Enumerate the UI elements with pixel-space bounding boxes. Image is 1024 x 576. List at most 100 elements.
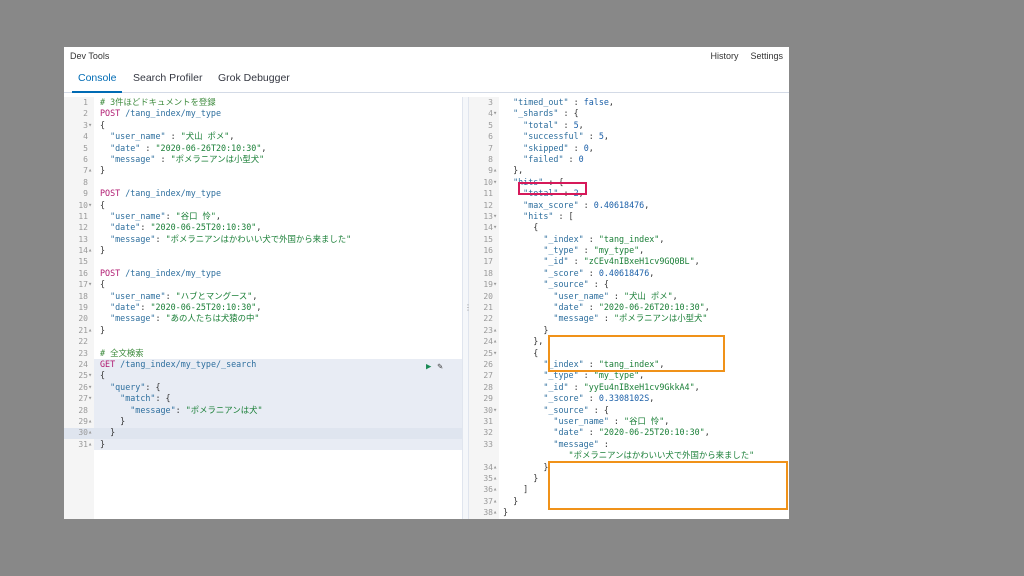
code-token: } (100, 165, 106, 176)
fold-toggle-icon[interactable]: ▾ (88, 371, 93, 380)
fold-toggle-icon[interactable]: ▾ (88, 120, 93, 129)
code-token: "2020-06-26T20:10:30" (598, 302, 705, 313)
code-token: "あの人たちは犬猿の中" (165, 313, 260, 324)
line-number: 2 (83, 109, 88, 119)
code-text: } (100, 427, 115, 438)
code-token: "ポメラニアンは小型犬" (170, 153, 265, 164)
fold-toggle-icon[interactable]: ▾ (493, 348, 498, 357)
fold-toggle-icon[interactable]: ▴ (493, 508, 498, 517)
code-token: : (583, 131, 599, 142)
fold-toggle-icon[interactable]: ▾ (493, 109, 498, 118)
line-number: 17 (78, 280, 88, 290)
code-token: /tang_index/my_type (120, 108, 222, 119)
code-token: "date" (100, 302, 141, 313)
code-token: 0.3308102S (598, 393, 650, 404)
code-token: "date" (100, 222, 141, 233)
play-icon[interactable]: ▶ (426, 362, 432, 372)
fold-toggle-icon[interactable]: ▾ (493, 177, 498, 186)
code-token: , (664, 415, 670, 426)
code-token: POST (100, 108, 121, 119)
pane-resizer[interactable]: ⋮ (462, 97, 472, 519)
fold-toggle-icon[interactable]: ▾ (88, 280, 93, 289)
line-number: 4 (83, 132, 88, 142)
fold-toggle-icon[interactable]: ▴ (88, 325, 93, 334)
dev-tools-window: Dev Tools History Settings Console Searc… (64, 47, 789, 519)
code-text: { (503, 348, 538, 359)
request-line: 26▾ "query": { (64, 382, 462, 393)
code-token: "ポメラニアンはかわいい犬で外国から来ました" (503, 450, 755, 461)
code-token: "犬山 ポメ" (180, 131, 230, 142)
fold-toggle-icon[interactable]: ▾ (493, 405, 498, 414)
code-token: "2020-06-26T20:10:30" (155, 142, 262, 153)
fold-toggle-icon[interactable]: ▴ (493, 462, 498, 471)
code-token: "match" (100, 393, 156, 404)
code-token: : { (155, 393, 171, 404)
line-number: 9 (83, 189, 88, 199)
code-token: "message" (503, 313, 599, 324)
code-token: : (583, 358, 599, 369)
fold-toggle-icon[interactable]: ▴ (88, 416, 93, 425)
code-text: "user_name" : "谷口 怜", (503, 416, 669, 427)
history-link[interactable]: History (710, 51, 739, 61)
request-line: 5 "date" : "2020-06-26T20:10:30", (64, 143, 462, 154)
fold-toggle-icon[interactable]: ▴ (493, 496, 498, 505)
fold-toggle-icon[interactable]: ▴ (493, 325, 498, 334)
code-token: } (100, 415, 126, 426)
line-number: 27 (78, 394, 88, 404)
fold-toggle-icon[interactable]: ▾ (493, 211, 498, 220)
line-number: 4 (488, 109, 493, 119)
tab-grok-debugger[interactable]: Grok Debugger (218, 72, 290, 84)
response-line: 4▾ "_shards" : { (469, 108, 789, 119)
fold-toggle-icon[interactable]: ▴ (88, 428, 93, 437)
fold-toggle-icon[interactable]: ▴ (88, 246, 93, 255)
fold-toggle-icon[interactable]: ▾ (88, 394, 93, 403)
code-token: "_index" (503, 233, 584, 244)
line-number: 24 (78, 359, 88, 369)
line-number: 8 (83, 177, 88, 187)
fold-toggle-icon[interactable]: ▴ (493, 485, 498, 494)
fold-toggle-icon[interactable]: ▾ (88, 200, 93, 209)
line-number: 33 (483, 439, 493, 449)
code-token: } (503, 324, 549, 335)
code-token: , (256, 302, 262, 313)
code-text: "user_name": "ハブとマングース", (100, 291, 257, 302)
fold-toggle-icon[interactable]: ▴ (493, 337, 498, 346)
code-text: } (503, 473, 538, 484)
code-token: } (100, 324, 106, 335)
title-bar: Dev Tools History Settings (64, 47, 789, 65)
fold-toggle-icon[interactable]: ▴ (493, 473, 498, 482)
request-gutter (64, 97, 94, 519)
code-token: 0.40618476 (598, 267, 650, 278)
fold-toggle-icon[interactable]: ▾ (493, 280, 498, 289)
code-token: , (229, 131, 235, 142)
fold-toggle-icon[interactable]: ▾ (493, 223, 498, 232)
line-number: 25 (78, 371, 88, 381)
code-token: : (155, 153, 171, 164)
request-line: 31▴} (64, 439, 462, 450)
code-token: "user_name" (100, 210, 166, 221)
line-number: 25 (483, 348, 493, 358)
resize-grip-icon[interactable]: ⋮ (464, 303, 472, 312)
tab-console[interactable]: Console (78, 72, 117, 84)
code-text: "message" : (503, 439, 609, 450)
fold-toggle-icon[interactable]: ▴ (493, 166, 498, 175)
code-token: : (608, 290, 625, 301)
fold-toggle-icon[interactable]: ▴ (88, 166, 93, 175)
code-text: } (100, 439, 105, 450)
code-token: /tang_index/my_type (120, 267, 222, 278)
code-token: } (100, 438, 106, 449)
code-token: { (503, 222, 539, 233)
fold-toggle-icon[interactable]: ▾ (88, 382, 93, 391)
code-token: "query" (100, 381, 146, 392)
code-token: }, (503, 336, 544, 347)
settings-link[interactable]: Settings (750, 51, 783, 61)
code-token: , (215, 210, 221, 221)
fold-toggle-icon[interactable]: ▴ (88, 439, 93, 448)
tab-search-profiler[interactable]: Search Profiler (133, 72, 203, 84)
request-line: 1# 3件ほどドキュメントを登録 (64, 97, 462, 108)
wrench-icon[interactable]: ✎ (437, 362, 443, 372)
line-number: 7 (83, 166, 88, 176)
line-number: 23 (483, 325, 493, 335)
